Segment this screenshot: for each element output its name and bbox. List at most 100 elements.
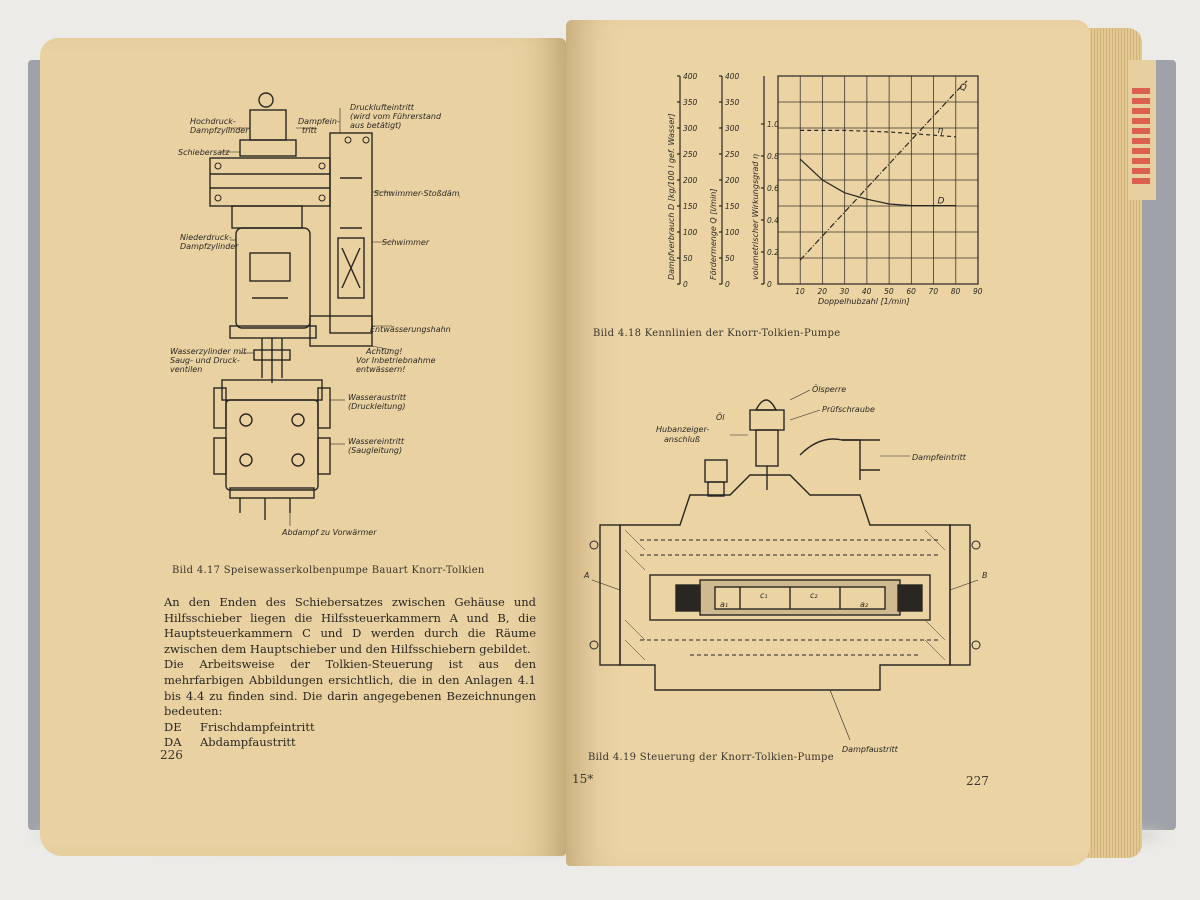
label-dampfeintritt: Dampfein- [298,117,340,126]
x-tick-label: 80 [951,287,961,296]
paragraph-2: Die Arbeitsweise der Tolkien-Steuerung i… [164,657,536,719]
label-druckleitung: (Druckleitung) [348,402,406,411]
label-saugleitung: (Saugleitung) [348,446,402,455]
label-achtung: Achtung! [365,347,403,356]
x-tick-label: 50 [884,287,894,296]
label-hochdruck-2: Dampfzylinder [190,126,249,135]
label-druckluft-3: aus betätigt) [350,121,401,130]
page-number-right: 227 [966,774,989,788]
abbreviation-row: DE Frischdampfeintritt [164,720,536,736]
label-druckluft-2: (wird vom Führerstand [350,112,442,121]
y-tick-label: 0 [725,280,730,289]
control-valve-drawing: Ölsperre Prüfschraube Öl Hubanzeiger- an… [583,384,988,754]
y-axis-title: Fördermenge Q [l/min] [709,189,718,281]
y-tick-label: 350 [725,98,740,107]
label-achtung-2: Vor Inbetriebnahme [356,356,436,365]
label-a1: a₁ [720,600,728,609]
characteristic-chart: 0501001502002503003504000501001502002503… [667,72,983,306]
label-wasserzylinder-2: Saug- und Druck- [170,356,240,365]
abbr-de-meaning: Frischdampfeintritt [200,719,315,734]
label-wassereintritt: Wassereintritt [348,437,405,446]
series-line-eta [800,129,956,138]
label-c2: c₂ [810,591,818,600]
y-tick-label: 0 [767,280,772,289]
plot-frame [777,75,979,285]
y-tick-label: 300 [683,124,698,133]
label-oel: Öl [716,412,725,422]
abbr-da-meaning: Abdampfaustritt [200,735,296,750]
label-entwaesserungshahn: Entwässerungshahn [370,325,451,334]
y-tick-label: 250 [725,150,740,159]
label-B: B [982,571,988,580]
y-tick-label: 50 [683,254,693,263]
y-tick-label: 0.8 [767,152,779,161]
series-line-q [799,80,968,261]
y-tick-label: 0.2 [767,248,779,257]
x-tick-label: 40 [862,287,872,296]
abbr-de: DE [164,719,182,734]
label-wasserzylinder: Wasserzylinder mit [170,347,247,356]
x-tick-label: 10 [795,287,805,296]
abbr-da: DA [164,735,182,750]
label-abdampf: Abdampf zu Vorwärmer [281,528,377,537]
label-pruefschraube: Prüfschraube [822,405,875,414]
y-tick-label: 200 [725,176,740,185]
label-schiebersatz: Schiebersatz [178,148,230,157]
red-label-marking [1132,84,1150,184]
series-label: Q [960,83,967,93]
paragraph-1: An den Enden des Schiebersatzes zwischen… [164,595,536,656]
y-tick-label: 100 [683,228,698,237]
label-a2: a₂ [860,600,869,609]
y-tick-label: 1.0 [767,120,779,129]
y-tick-label: 200 [683,176,698,185]
label-oelsperre: Ölsperre [812,384,846,394]
y-tick-label: 0 [683,280,688,289]
label-hubanzeiger: Hubanzeiger- [656,425,709,434]
label-druckluft: Drucklufteintritt [350,103,415,112]
y-axis-title: volumetrischer Wirkungsgrad η [751,154,760,280]
signature-mark: 15* [572,772,594,786]
series-line-d [799,158,956,207]
label-wasserzylinder-3: ventilen [170,365,202,374]
y-tick-label: 50 [725,254,735,263]
y-tick-label: 150 [683,202,698,211]
x-tick-label: 60 [906,287,916,296]
y-tick-label: 100 [725,228,740,237]
label-achtung-3: entwässern! [356,365,405,374]
x-tick-label: 90 [973,287,983,296]
y-tick-label: 400 [725,72,740,81]
y-tick-label: 0.6 [767,184,779,193]
label-hochdruck: Hochdruck- [190,117,236,126]
label-dampfeintritt-2: tritt [302,126,318,135]
series-label: D [938,197,945,207]
page-number-left: 226 [160,748,183,762]
label-hubanzeiger-2: anschluß [664,435,700,444]
x-tick-label: 70 [929,287,939,296]
x-tick-label: 20 [817,287,827,296]
right-page [566,20,1090,866]
figure-caption-4-17: Bild 4.17 Speisewasserkolbenpumpe Bauart… [172,565,485,576]
label-dampfeintritt: Dampfeintritt [912,453,967,462]
pump-drawing: Hochdruck- Dampfzylinder Schiebersatz Da… [170,92,460,537]
y-tick-label: 250 [683,150,698,159]
label-wasseraustritt: Wasseraustritt [348,393,407,402]
label-niederdruck: Niederdruck- [180,233,232,242]
label-dampfaustritt: Dampfaustritt [842,745,899,754]
x-tick-label: 30 [840,287,850,296]
label-schwimmer: Schwimmer [382,238,430,247]
label-niederdruck-2: Dampfzylinder [180,242,239,251]
label-schwimmer-stossdaempfer: Schwimmer-Stoßdämpfer [374,189,460,198]
series-label: η [938,126,944,136]
x-axis-title: Doppelhubzahl [1/min] [818,297,910,306]
label-c1: c₁ [760,591,768,600]
y-axis-title: Dampfverbrauch D [kg/100 l gef. Wasser] [667,113,676,280]
body-text: An den Enden des Schiebersatzes zwischen… [164,595,536,751]
y-tick-label: 350 [683,98,698,107]
y-tick-label: 400 [683,72,698,81]
figure-caption-4-19: Bild 4.19 Steuerung der Knorr-Tolkien-Pu… [588,752,834,763]
y-tick-label: 300 [725,124,740,133]
figure-caption-4-18: Bild 4.18 Kennlinien der Knorr-Tolkien-P… [593,328,841,339]
y-tick-label: 0.4 [767,216,779,225]
abbreviation-row: DA Abdampfaustritt [164,735,536,751]
y-tick-label: 150 [725,202,740,211]
